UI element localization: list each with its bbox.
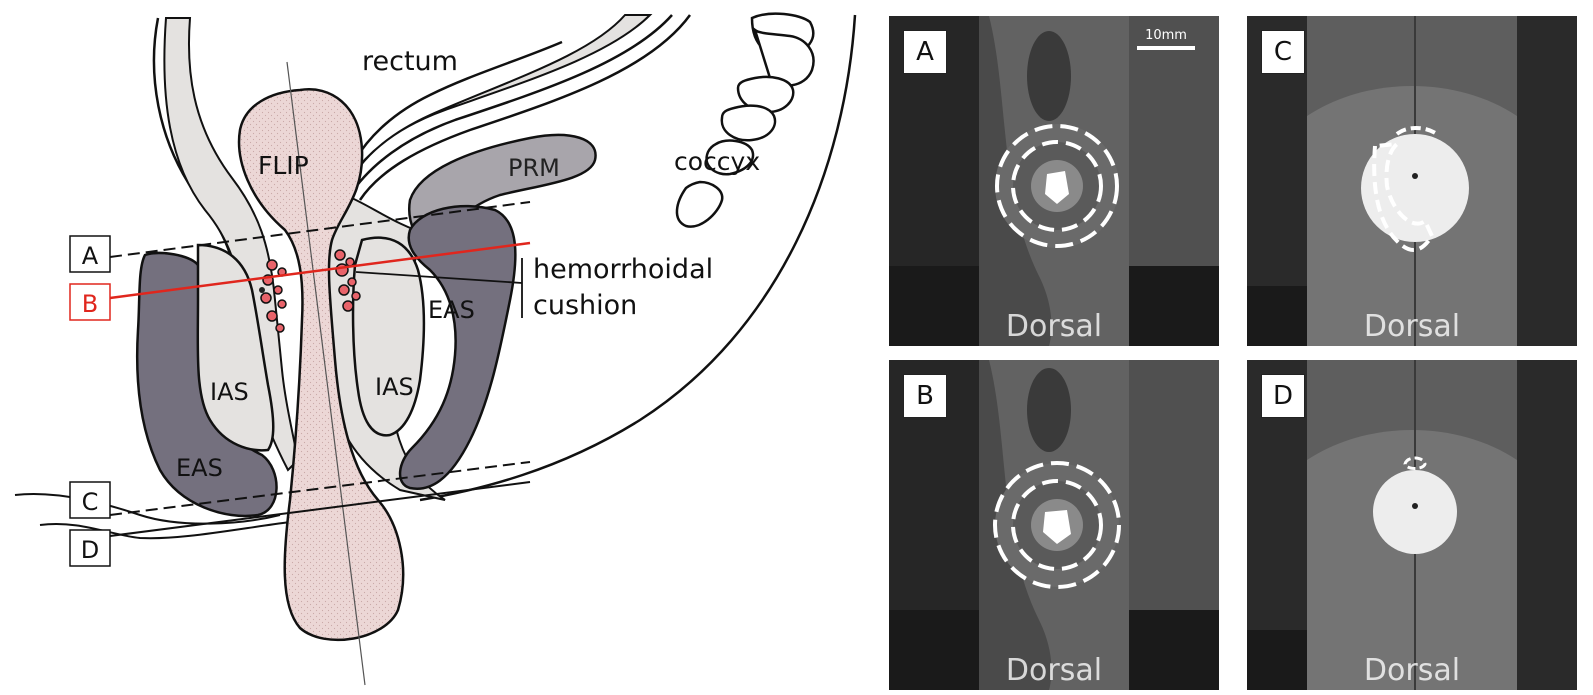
coccyx [677, 14, 814, 227]
mri-panel-d-label: D [1261, 374, 1305, 418]
plane-label-b: B [82, 290, 98, 318]
hemorrhoid-dark-dot [259, 287, 265, 293]
mri-panel-c-caption: Dorsal [1247, 309, 1577, 344]
mri-panel-c: C Dorsal [1247, 16, 1577, 346]
mri-panel-a-caption: Dorsal [889, 309, 1219, 344]
scale-bar-label: 10mm [1137, 28, 1195, 43]
label-cushion: cushion [533, 290, 637, 321]
scale-bar-line [1137, 46, 1195, 50]
mri-panel-d: D Dorsal [1247, 360, 1577, 690]
label-eas-right: EAS [428, 296, 475, 324]
ias-right-muscle [353, 238, 424, 436]
label-ias-right: IAS [375, 373, 414, 401]
anatomy-diagram: A B C D rectum FLIP PRM coccyx EAS EAS I… [0, 0, 880, 695]
label-eas-left: EAS [176, 454, 223, 482]
mri-panel-a-label: A [903, 30, 947, 74]
mri-panel-a: A 10mm Dorsal [889, 16, 1219, 346]
label-ias-left: IAS [210, 378, 249, 406]
mri-panel-b-label: B [903, 374, 947, 418]
plane-label-d: D [81, 536, 99, 564]
mri-panel-b: B Dorsal [889, 360, 1219, 690]
plane-box-a: A [70, 236, 110, 272]
plane-label-c: C [82, 488, 99, 516]
label-hemorrhoidal: hemorrhoidal [533, 254, 713, 285]
plane-box-c: C [70, 482, 110, 518]
label-coccyx: coccyx [674, 147, 760, 176]
label-prm: PRM [508, 154, 560, 182]
label-rectum: rectum [362, 46, 458, 77]
scale-bar: 10mm [1137, 28, 1195, 50]
mri-panel-c-label: C [1261, 30, 1305, 74]
plane-box-d: D [70, 530, 110, 566]
label-flip: FLIP [258, 151, 309, 180]
plane-box-b: B [70, 284, 110, 320]
mri-panel-d-caption: Dorsal [1247, 653, 1577, 688]
plane-label-a: A [82, 242, 99, 270]
mri-panel-b-caption: Dorsal [889, 653, 1219, 688]
